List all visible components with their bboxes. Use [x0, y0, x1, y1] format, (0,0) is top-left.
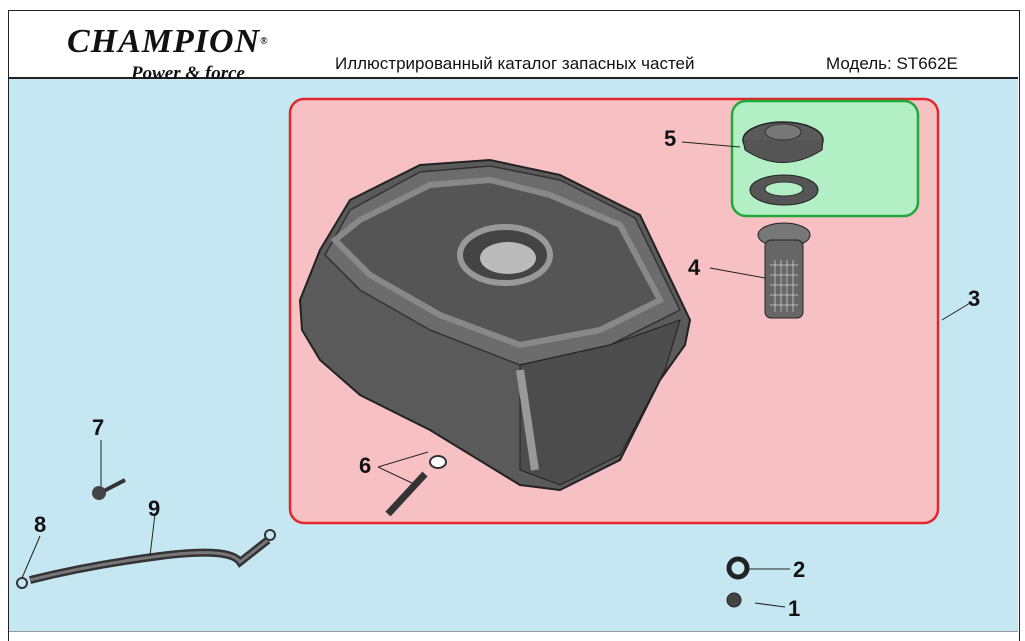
logo-reg: ®: [260, 36, 269, 47]
callout-7: 7: [92, 415, 105, 440]
footer-strip: [9, 631, 1018, 641]
logo-text: CHAMPION: [67, 23, 261, 60]
callout-3: 3: [968, 286, 981, 311]
page-frame: [8, 10, 1020, 641]
callout-8: 8: [34, 512, 47, 537]
leader-lines: [21, 141, 971, 608]
callout-1: 1: [788, 596, 801, 621]
nut[interactable]: [726, 592, 742, 608]
logo-tagline: Power & force: [131, 63, 245, 84]
cap-gasket[interactable]: [749, 174, 819, 206]
callout-6: 6: [359, 453, 372, 478]
callout-5: 5: [664, 126, 677, 151]
washer[interactable]: [726, 556, 750, 580]
header: CHAMPION® Power & force: [9, 11, 1018, 85]
fuel-cock[interactable]: [385, 455, 447, 517]
bolt[interactable]: [92, 478, 126, 500]
hose-clamp[interactable]: [264, 529, 276, 541]
catalog-title: Иллюстрированный каталог запасных частей: [335, 54, 695, 73]
fuel-tank[interactable]: [298, 158, 692, 492]
hose-clamp[interactable]: [16, 577, 28, 589]
callout-2: 2: [793, 557, 806, 582]
champion-logo: CHAMPION® Power & force: [67, 23, 269, 85]
fuel-hose[interactable]: [29, 536, 271, 584]
fuel-cap[interactable]: [742, 121, 824, 163]
callout-4: 4: [688, 255, 701, 280]
model-label: Модель: ST662E: [826, 54, 958, 73]
callout-9: 9: [148, 496, 161, 521]
fuel-strainer[interactable]: [757, 222, 811, 319]
